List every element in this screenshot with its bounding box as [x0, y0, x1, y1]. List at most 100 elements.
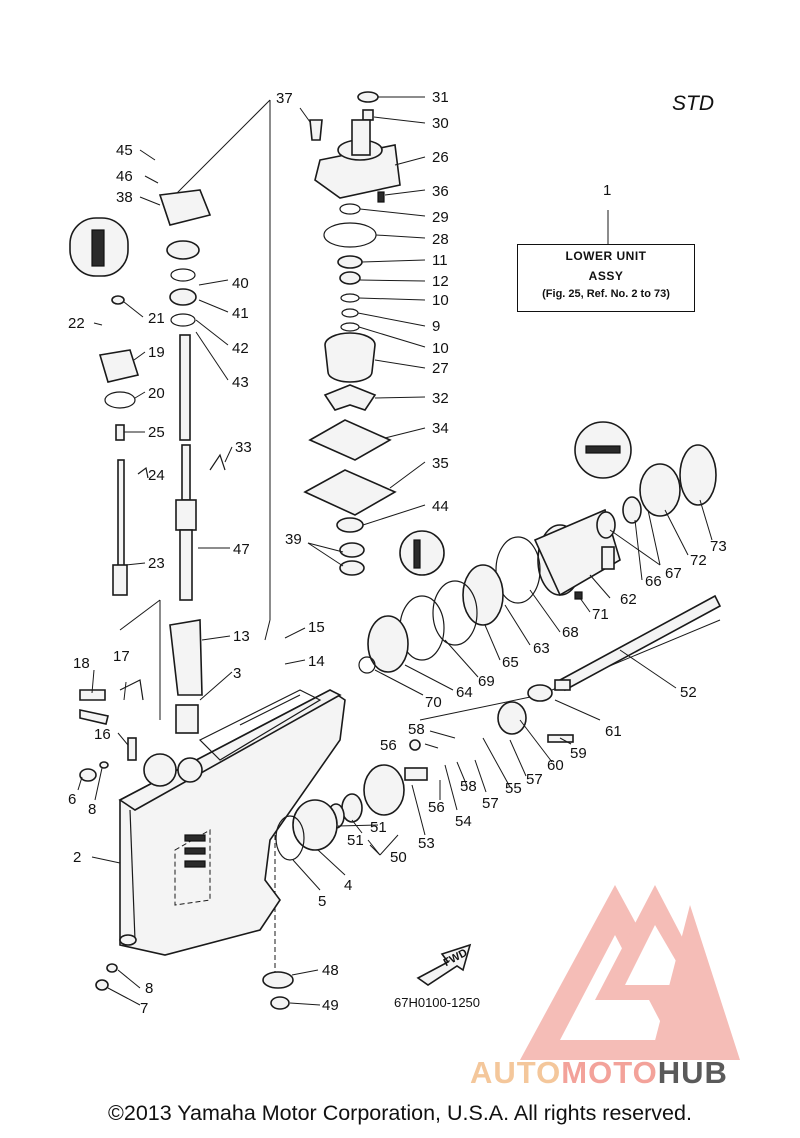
callout-11: 11 — [432, 252, 448, 269]
callout-53: 53 — [418, 835, 435, 852]
lower-unit-housing — [118, 689, 346, 956]
callout-5: 5 — [318, 893, 326, 910]
callout-18: 18 — [73, 655, 90, 672]
callout-10b: 10 — [432, 340, 449, 357]
callout-44: 44 — [432, 498, 449, 515]
callout-71: 71 — [592, 606, 609, 623]
callout-37: 37 — [276, 90, 293, 107]
callout-9: 9 — [432, 318, 440, 335]
callout-39: 39 — [285, 531, 302, 548]
propeller-shaft — [527, 594, 722, 702]
callout-30: 30 — [432, 115, 449, 132]
callout-19: 19 — [148, 344, 165, 361]
watermark-part-2: MOTO — [561, 1055, 658, 1090]
callout-42: 42 — [232, 340, 249, 357]
callout-8a: 8 — [88, 801, 96, 818]
callout-45: 45 — [116, 142, 133, 159]
callout-34: 34 — [432, 420, 449, 437]
callout-72: 72 — [690, 552, 707, 569]
callout-1: 1 — [603, 182, 611, 199]
callout-63: 63 — [533, 640, 550, 657]
callout-56b: 56 — [428, 799, 445, 816]
callout-15: 15 — [308, 619, 325, 636]
callout-4: 4 — [344, 877, 352, 894]
callout-57b: 57 — [526, 771, 543, 788]
callout-29: 29 — [432, 209, 449, 226]
callout-67: 67 — [665, 565, 682, 582]
callout-66: 66 — [645, 573, 662, 590]
callout-38: 38 — [116, 189, 133, 206]
watermark-brand: AUTOMOTOHUB — [470, 1055, 728, 1091]
callout-46: 46 — [116, 168, 133, 185]
callout-55: 55 — [505, 780, 522, 797]
callout-23: 23 — [148, 555, 165, 572]
callout-65: 65 — [502, 654, 519, 671]
callout-40: 40 — [232, 275, 249, 292]
callout-51b: 51 — [370, 819, 387, 836]
watermark-part-1: AUTO — [470, 1055, 562, 1090]
callout-31: 31 — [432, 89, 449, 106]
callout-25: 25 — [148, 424, 165, 441]
gear-clutch-group — [262, 701, 574, 1010]
callout-2: 2 — [73, 849, 81, 866]
callout-60: 60 — [547, 757, 564, 774]
callout-68: 68 — [562, 624, 579, 641]
callout-43: 43 — [232, 374, 249, 391]
small-hardware — [79, 453, 226, 991]
drawing-number: 67H0100-1250 — [394, 995, 481, 1010]
callout-10a: 10 — [432, 292, 449, 309]
callout-69: 69 — [478, 673, 495, 690]
callout-50: 50 — [390, 849, 407, 866]
callout-47: 47 — [233, 541, 250, 558]
callout-33: 33 — [235, 439, 252, 456]
callout-52: 52 — [680, 684, 697, 701]
callout-36: 36 — [432, 183, 449, 200]
drive-shaft-column — [158, 189, 212, 734]
callout-22: 22 — [68, 315, 85, 332]
callout-32: 32 — [432, 390, 449, 407]
callout-57a: 57 — [482, 795, 499, 812]
watermark-part-3: HUB — [657, 1055, 728, 1090]
callout-59: 59 — [570, 745, 587, 762]
callout-24: 24 — [148, 467, 165, 484]
assembly-name: LOWER UNIT — [565, 249, 647, 263]
callout-35: 35 — [432, 455, 449, 472]
callout-16: 16 — [94, 726, 111, 743]
callout-7: 7 — [140, 1000, 148, 1017]
fwd-arrow-icon — [416, 943, 472, 986]
callout-8b: 8 — [145, 980, 153, 997]
assembly-type: ASSY — [588, 269, 624, 283]
callout-51a: 51 — [347, 832, 364, 849]
callout-28: 28 — [432, 231, 449, 248]
callout-49: 49 — [322, 997, 339, 1014]
callout-61: 61 — [605, 723, 622, 740]
prop-shaft-housing-group — [358, 444, 717, 674]
callout-48: 48 — [322, 962, 339, 979]
callout-13: 13 — [233, 628, 250, 645]
watermark-logo-icon — [520, 885, 740, 1060]
assembly-reference: (Fig. 25, Ref. No. 2 to 73) — [542, 288, 670, 300]
pump-seal-stack — [303, 203, 397, 576]
callout-numbers: 31 30 37 26 36 45 46 38 29 28 11 12 10 9… — [68, 89, 727, 1017]
callout-70: 70 — [425, 694, 442, 711]
leader-lines — [77, 96, 713, 1006]
callout-20: 20 — [148, 385, 165, 402]
callout-17: 17 — [113, 648, 130, 665]
detail-inset-icons — [399, 421, 632, 576]
callout-6: 6 — [68, 791, 76, 808]
callout-58b: 58 — [460, 778, 477, 795]
callout-58a: 58 — [408, 721, 425, 738]
copyright-notice: ©2013 Yamaha Motor Corporation, U.S.A. A… — [108, 1101, 692, 1125]
callout-41: 41 — [232, 305, 249, 322]
assembly-reference-box: LOWER UNIT ASSY (Fig. 25, Ref. No. 2 to … — [517, 244, 695, 312]
callout-26: 26 — [432, 149, 449, 166]
callout-62: 62 — [620, 591, 637, 608]
callout-27: 27 — [432, 360, 449, 377]
callout-54: 54 — [455, 813, 472, 830]
callout-3: 3 — [233, 665, 241, 682]
callout-73: 73 — [710, 538, 727, 555]
callout-64: 64 — [456, 684, 473, 701]
callout-12: 12 — [432, 273, 449, 290]
callout-14: 14 — [308, 653, 325, 670]
